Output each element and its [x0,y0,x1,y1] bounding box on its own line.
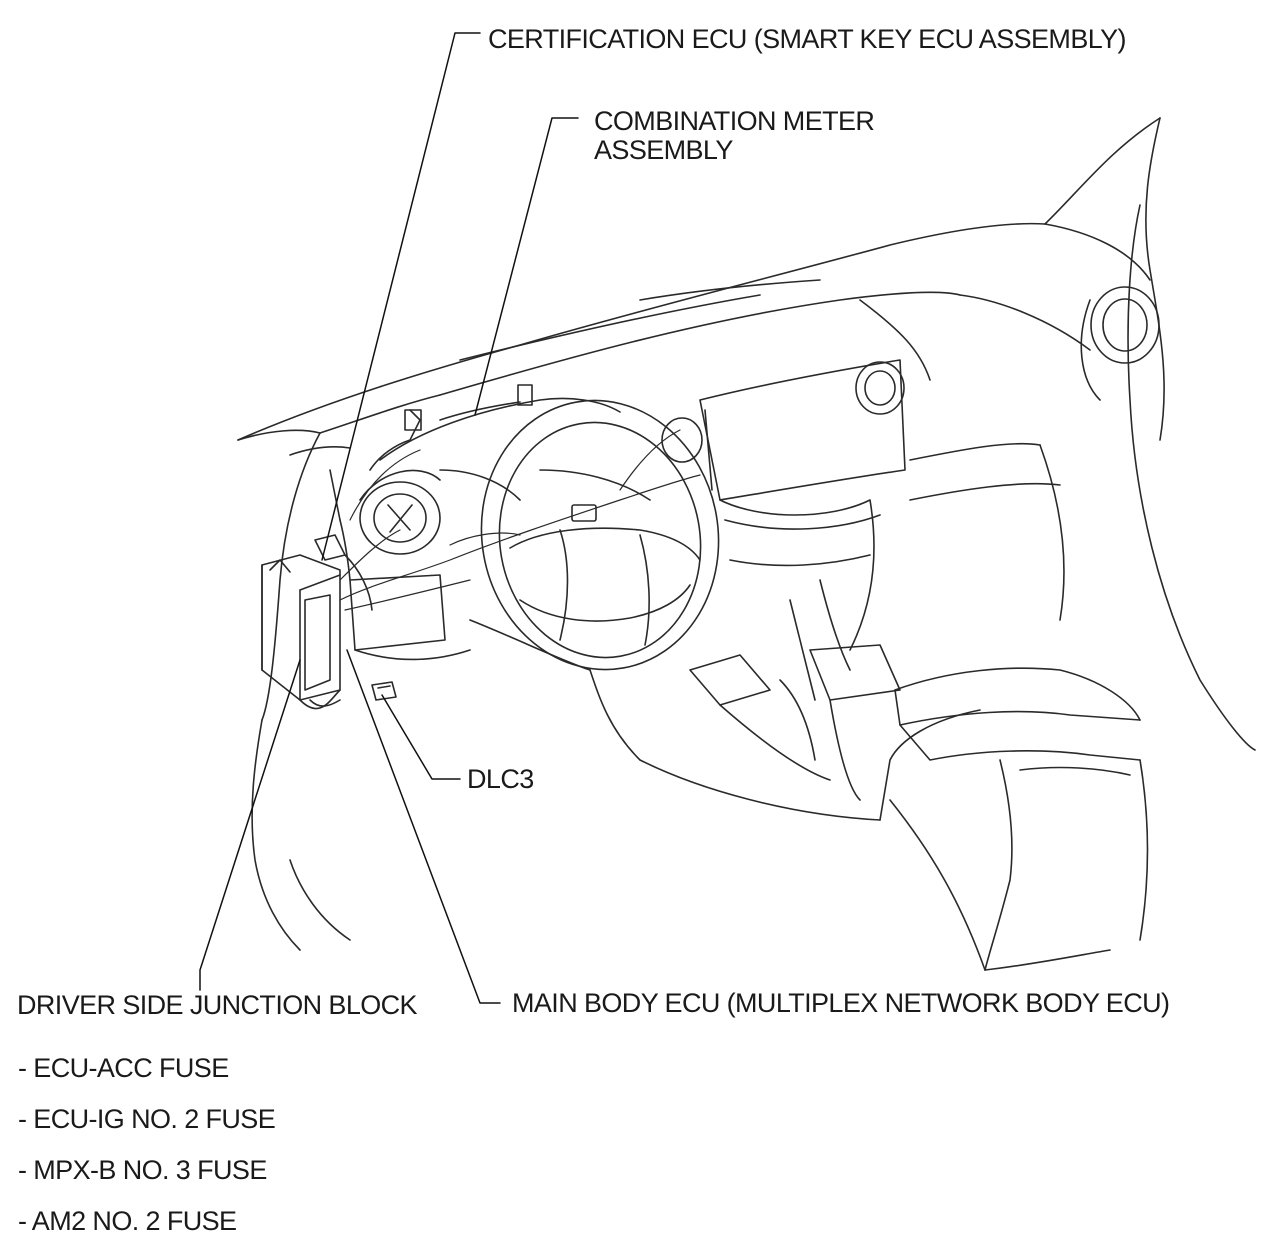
center-stack [661,299,1065,651]
leader-junction-block [199,659,301,991]
fuse-item-mpx-b-no3: - MPX-B NO. 3 FUSE [18,1155,267,1185]
junction-block-assembly [261,534,397,707]
leader-lines [199,32,579,1004]
leader-combination-meter [474,117,579,416]
certification-ecu-label: CERTIFICATION ECU (SMART KEY ECU ASSEMBL… [488,24,1127,54]
right-air-vent [1080,286,1160,401]
leader-main-body-ecu [346,649,501,1004]
leader-certification-ecu [321,32,481,561]
dlc3-label: DLC3 [467,764,534,794]
combination-meter-label-line1: COMBINATION METER [594,106,875,136]
fuse-item-am2-no2: - AM2 NO. 2 FUSE [18,1206,237,1236]
fuse-list: - ECU-ACC FUSE - ECU-IG NO. 2 FUSE - MPX… [18,1052,276,1256]
driver-side-junction-block-label: DRIVER SIDE JUNCTION BLOCK [17,990,418,1020]
steering-wheel [480,399,720,671]
main-body-ecu-label: MAIN BODY ECU (MULTIPLEX NETWORK BODY EC… [512,988,1170,1018]
leader-dlc3 [381,694,461,780]
combination-meter-label-line2: ASSEMBLY [594,135,733,165]
fuse-item-ecu-acc: - ECU-ACC FUSE [18,1053,229,1083]
dashboard-outline [237,117,1256,751]
center-console [779,644,1149,971]
lower-dashboard [349,574,981,821]
fuse-item-ecu-ig-no2: - ECU-IG NO. 2 FUSE [18,1104,276,1134]
wiring-harness [339,429,701,611]
combination-meter-body [359,384,621,555]
